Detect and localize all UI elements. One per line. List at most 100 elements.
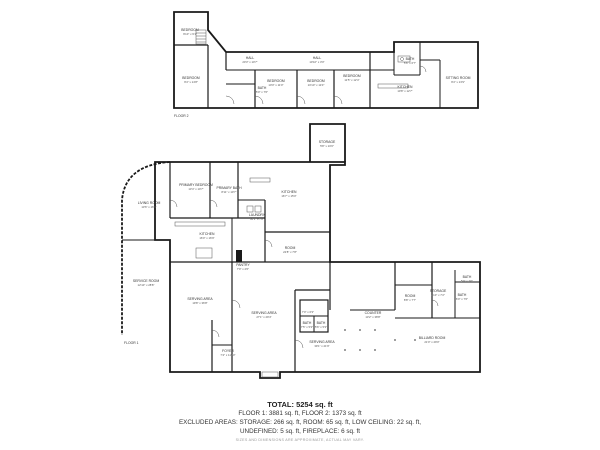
svg-text:BEDROOM: BEDROOM [307,79,325,83]
svg-text:SERVING AREA: SERVING AREA [309,340,335,344]
svg-text:PRIMARY BATH: PRIMARY BATH [216,186,242,190]
svg-text:20'3" x 10'7": 20'3" x 10'7" [242,60,257,64]
floor-2-fixtures [195,29,427,105]
total-area: TOTAL: 5254 sq. ft [267,400,333,409]
svg-text:13'2" x 38'8": 13'2" x 38'8" [365,315,380,319]
room-small-room: 7'0" x 6'3" [302,310,314,314]
floor-labels: FLOOR 2 FLOOR 1 [124,114,189,345]
svg-text:SITTING ROOM: SITTING ROOM [446,76,471,80]
svg-text:13'4" x 10'7": 13'4" x 10'7" [188,187,203,191]
svg-text:BATH: BATH [463,275,472,279]
svg-text:7'5" x 5'3": 7'5" x 5'3" [301,325,313,329]
svg-text:9'4" x 14'8": 9'4" x 14'8" [184,80,198,84]
svg-text:8'8" x 7'7": 8'8" x 7'7" [404,298,416,302]
floor-2-walls [173,11,479,109]
svg-text:STORAGE: STORAGE [430,289,447,293]
svg-text:BATH: BATH [406,57,415,61]
svg-text:7'4" x 11'10": 7'4" x 11'10" [220,353,235,357]
undefined-areas-line: UNDEFINED: 5 sq. ft, FIREPLACE: 6 sq. ft [239,428,361,435]
svg-text:BATH: BATH [317,321,326,325]
svg-text:5'8" x 10'0": 5'8" x 10'0" [320,144,334,148]
svg-text:BEDROOM: BEDROOM [181,28,199,32]
floor-1-fixtures [169,177,439,378]
svg-text:SERVING AREA: SERVING AREA [251,311,277,315]
svg-text:KITCHEN: KITCHEN [200,232,215,236]
svg-text:7'0" x 2'6": 7'0" x 2'6" [237,267,249,271]
svg-text:10'10" x 11'0": 10'10" x 11'0" [308,83,325,87]
svg-text:13'6" x 16'5": 13'6" x 16'5" [141,205,156,209]
svg-text:16'7" x 15'0": 16'7" x 15'0" [281,194,296,198]
svg-text:SERVING AREA: SERVING AREA [187,297,213,301]
svg-text:12'10" x 28'8": 12'10" x 28'8" [138,283,155,287]
svg-text:BATH: BATH [258,86,267,90]
floor-areas-line: FLOOR 1: 3881 sq. ft, FLOOR 2: 1373 sq. … [238,410,362,417]
floor-1-walls [121,123,481,379]
floor-2-label: FLOOR 2 [174,114,189,118]
svg-text:PRIMARY BEDROOM: PRIMARY BEDROOM [179,183,213,187]
svg-text:5'6" x 5'3": 5'6" x 5'3" [315,325,327,329]
svg-text:BATH: BATH [458,293,467,297]
svg-text:KITCHEN: KITCHEN [398,85,413,89]
svg-text:27'1" x 29'4": 27'1" x 29'4" [256,315,271,319]
svg-text:9'10" x 9'1": 9'10" x 9'1" [183,32,197,36]
svg-text:10'0" x 11'0": 10'0" x 11'0" [268,83,283,87]
svg-text:HALL: HALL [246,56,255,60]
svg-text:LIVING ROOM: LIVING ROOM [138,201,161,205]
floor-1-label: FLOOR 1 [124,341,139,345]
svg-text:HALL: HALL [313,56,322,60]
disclaimer: SIZES AND DIMENSIONS ARE APPROXIMATE, AC… [235,438,365,442]
svg-text:19'8" x 36'8": 19'8" x 36'8" [192,301,207,305]
svg-text:PANTRY: PANTRY [236,263,250,267]
svg-text:LAUNDRY: LAUNDRY [249,213,266,217]
svg-text:BEDROOM: BEDROOM [182,76,200,80]
svg-text:SERVICE ROOM: SERVICE ROOM [133,279,159,283]
svg-text:5'9" x 7'6": 5'9" x 7'6" [461,279,473,283]
svg-text:ROOM: ROOM [285,246,296,250]
svg-text:11'5" x 12'4": 11'5" x 12'4" [344,78,359,82]
svg-text:STORAGE: STORAGE [319,140,336,144]
excluded-areas-line: EXCLUDED AREAS: STORAGE: 266 sq. ft, ROO… [178,419,422,426]
svg-text:5'0" x 7'6": 5'0" x 7'6" [256,90,268,94]
svg-text:7'0" x 6'3": 7'0" x 6'3" [302,310,314,314]
svg-text:22'8" x 7'8": 22'8" x 7'8" [283,250,297,254]
svg-text:8'11" x 10'7": 8'11" x 10'7" [221,190,236,194]
svg-text:6'0" x 7'6": 6'0" x 7'6" [456,297,468,301]
svg-text:BEDROOM: BEDROOM [343,74,361,78]
svg-text:KITCHEN: KITCHEN [282,190,297,194]
svg-text:10'8" x 12'7": 10'8" x 12'7" [397,89,412,93]
svg-text:COUNTER: COUNTER [365,311,382,315]
svg-text:21'0" x 29'0": 21'0" x 29'0" [424,340,439,344]
svg-text:10'10" x 3'0": 10'10" x 3'0" [309,60,324,64]
